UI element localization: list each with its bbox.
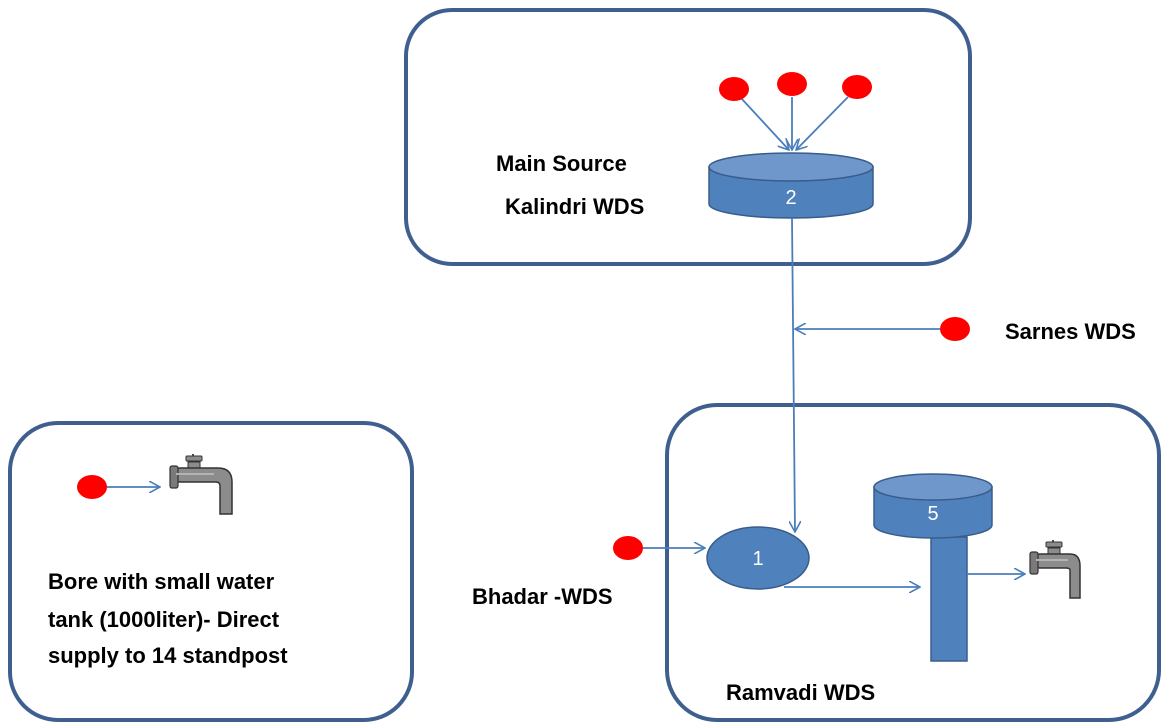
tank-5-label: 5 — [927, 503, 938, 525]
bore-text-line3: supply to 14 standpost — [48, 643, 288, 668]
elevated-tank-5: 5 — [873, 473, 993, 662]
bore-box — [8, 421, 414, 722]
kalindri-inflows — [740, 96, 849, 150]
ramvadi-box — [665, 403, 1161, 722]
bore-text-line2: tank (1000liter)- Direct — [48, 607, 280, 632]
source-dot — [777, 72, 807, 96]
source-dot — [719, 77, 749, 101]
tank-2-label: 2 — [785, 187, 796, 209]
sarnes-label: Sarnes WDS — [1005, 319, 1136, 344]
tap-icon — [1029, 540, 1081, 599]
main-source-box — [404, 8, 972, 266]
source-dot — [613, 536, 643, 560]
main-source-label: Main Source — [496, 151, 627, 176]
main-pipeline — [792, 217, 795, 532]
tank-2: 2 — [708, 152, 874, 219]
sump-1: 1 — [706, 526, 810, 590]
bore-text-line1: Bore with small water — [48, 569, 275, 594]
bhadar-label: Bhadar -WDS — [472, 584, 613, 609]
ramvadi-label: Ramvadi WDS — [726, 680, 875, 705]
source-dot — [842, 75, 872, 99]
sump-1-label: 1 — [752, 548, 763, 570]
tap-icon — [169, 454, 233, 515]
source-dot — [940, 317, 970, 341]
source-dot — [77, 475, 107, 499]
kalindri-label: Kalindri WDS — [505, 194, 644, 219]
